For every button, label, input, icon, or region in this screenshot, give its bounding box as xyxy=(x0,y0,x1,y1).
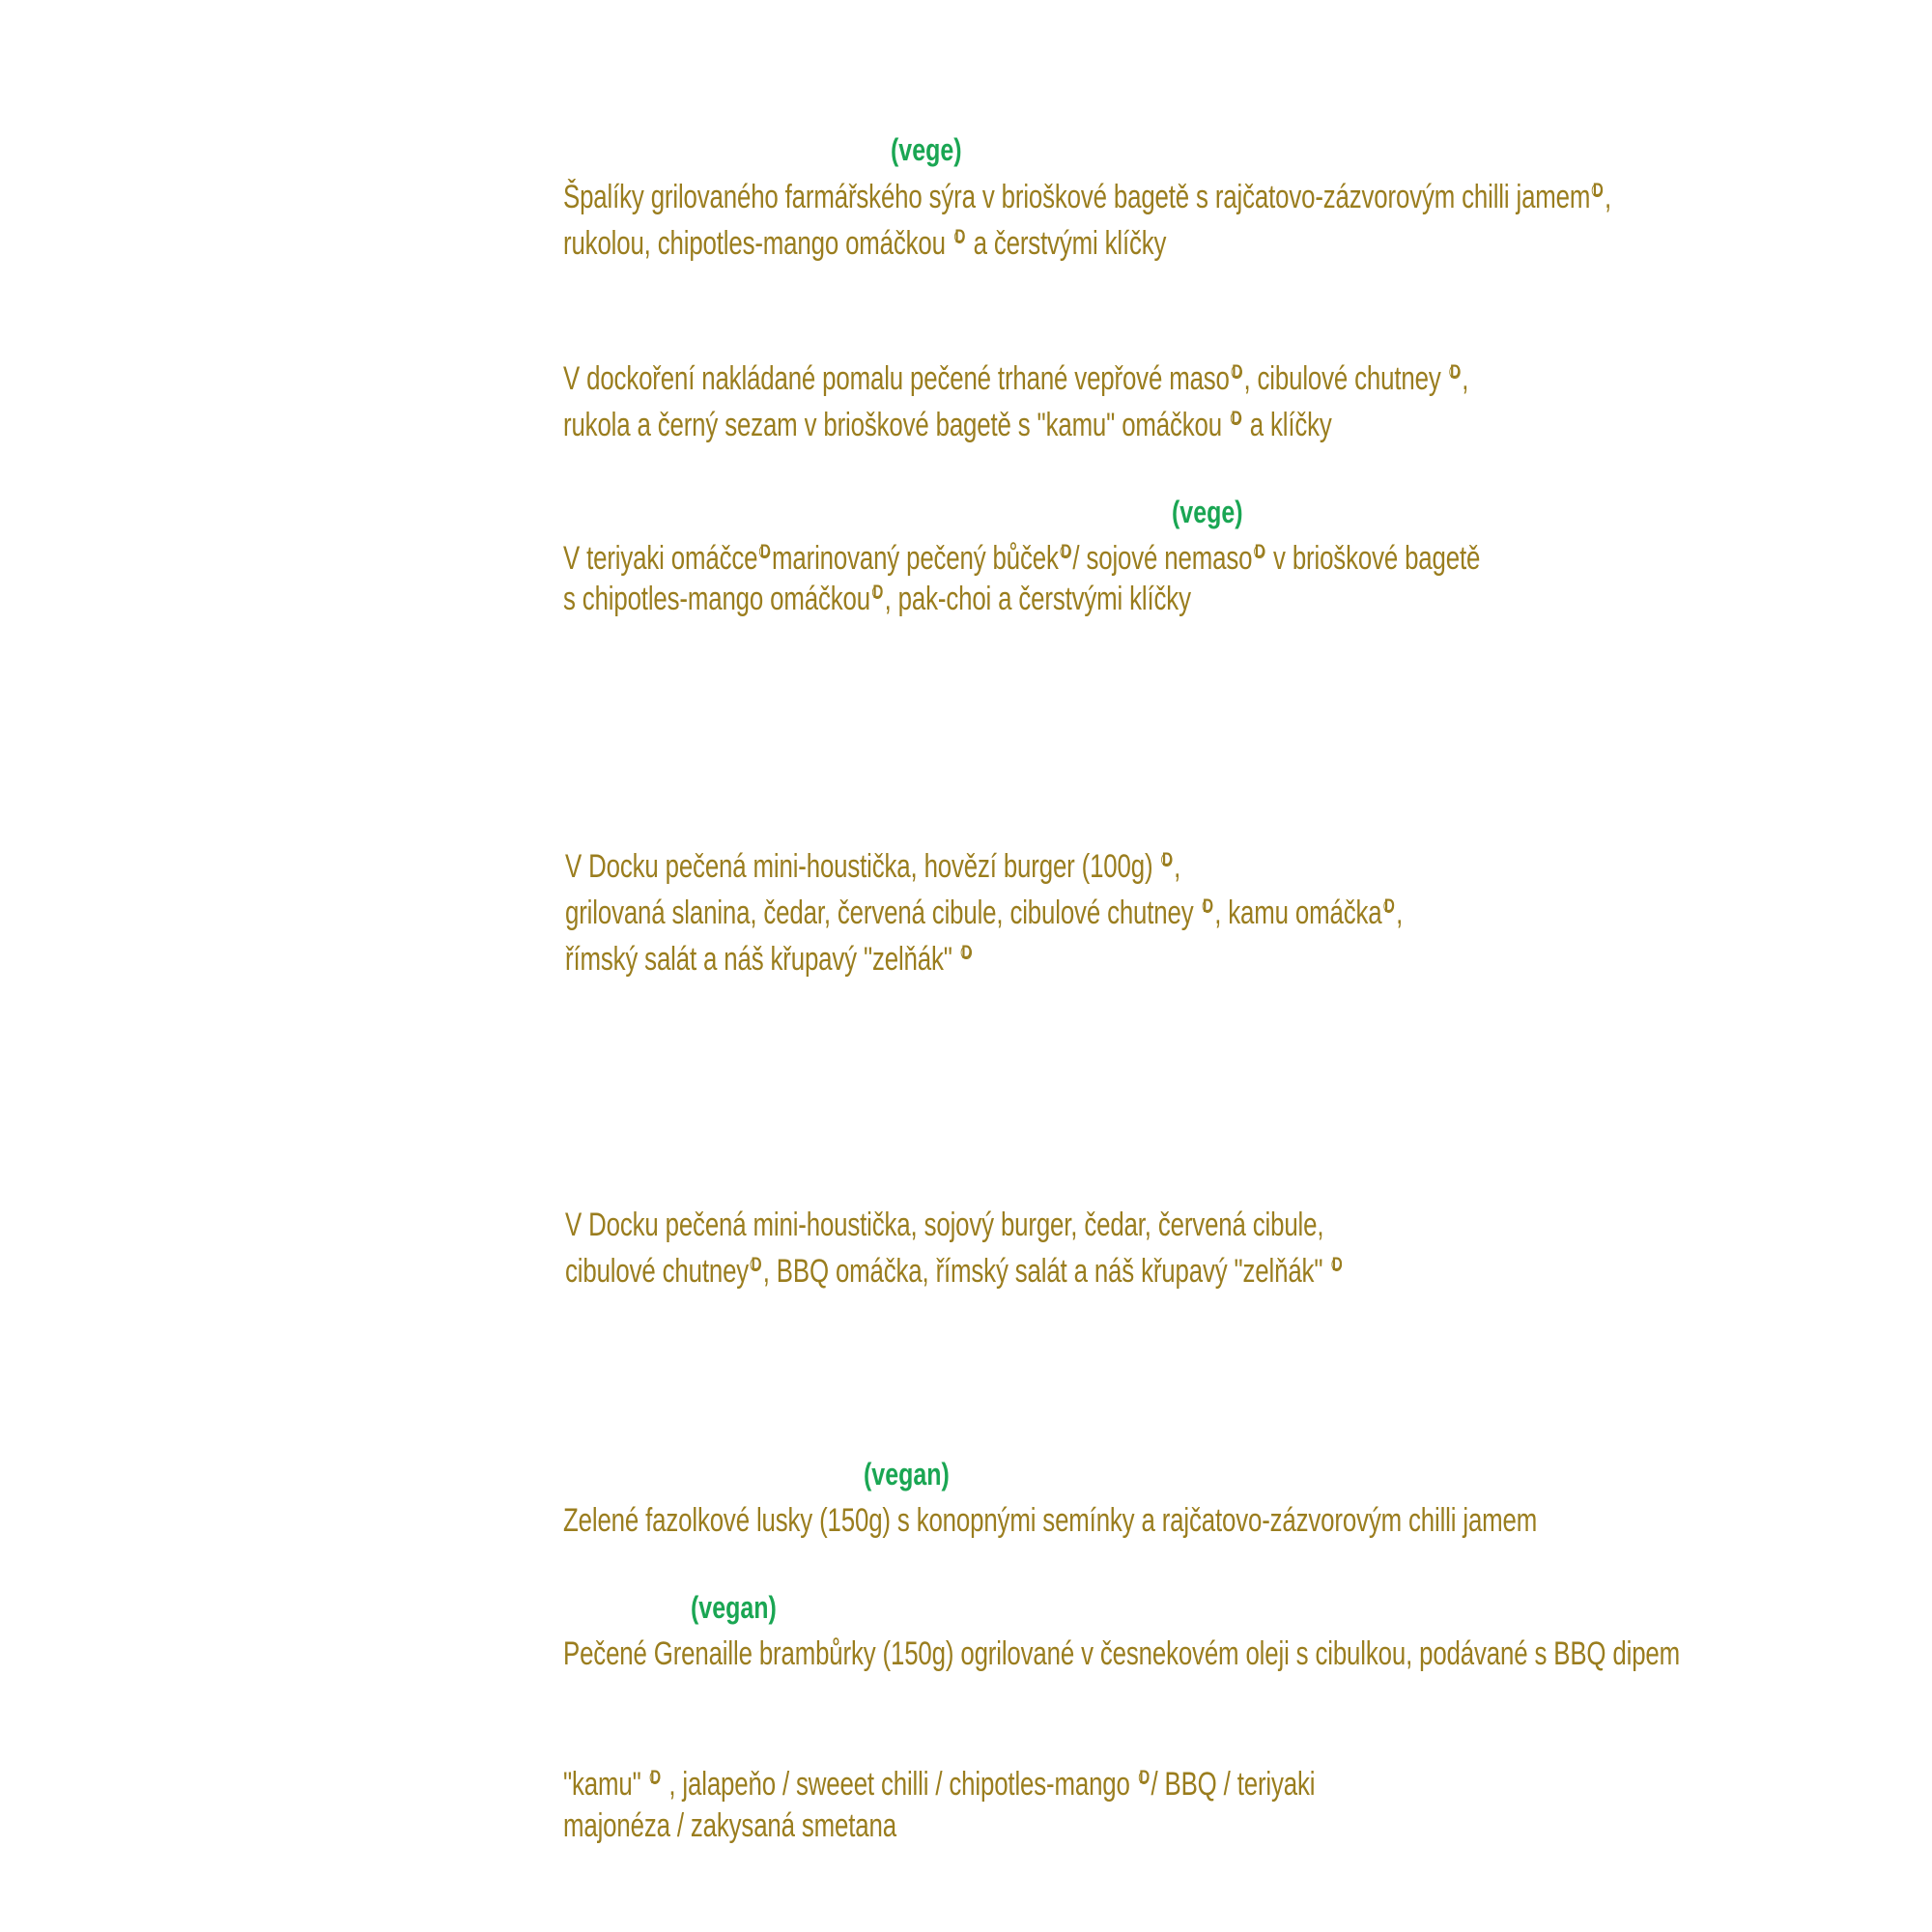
allergen-mark-icon: D xyxy=(953,225,966,247)
allergen-mark-icon: D xyxy=(1230,407,1242,429)
description-text: V Docku pečená mini-houstička, sojový bu… xyxy=(565,1207,1324,1243)
description-text: s chipotles-mango omáčkou xyxy=(563,581,870,617)
description-text: "kamu" xyxy=(563,1766,648,1803)
allergen-mark-icon: D xyxy=(1060,540,1071,562)
allergen-mark-icon: D xyxy=(1331,1253,1343,1275)
description-text: Pečené Grenaille brambůrky (150g) ogrilo… xyxy=(563,1635,1681,1672)
description-line: Špalíky grilovaného farmářského sýra v b… xyxy=(563,178,1611,216)
description-line: rukolou, chipotles-mango omáčkou D a čer… xyxy=(563,224,1166,263)
description-text: V dockoření nakládané pomalu pečené trha… xyxy=(563,360,1230,397)
allergen-mark-icon: D xyxy=(1161,848,1173,870)
allergen-mark-icon: D xyxy=(1202,895,1213,917)
description-line: V Docku pečená mini-houstička, sojový bu… xyxy=(565,1206,1324,1244)
allergen-mark-icon: D xyxy=(1138,1766,1150,1788)
description-text: , jalapeňo / sweeet chilli / chipotles-m… xyxy=(662,1766,1137,1803)
allergen-mark-icon: D xyxy=(1254,540,1265,562)
description-text: / BBQ / teriyaki xyxy=(1151,1766,1316,1803)
description-text: V teriyaki omáčce xyxy=(563,540,758,577)
description-text: Zelené fazolkové lusky (150g) s konopným… xyxy=(563,1502,1538,1539)
allergen-mark-icon: D xyxy=(750,1253,762,1275)
description-text: cibulové chutney xyxy=(565,1253,750,1290)
diet-tag-vege: (vege) xyxy=(1172,495,1243,529)
description-line: rukola a černý sezam v brioškové bagetě … xyxy=(563,406,1332,444)
description-text: , pak-choi a čerstvými klíčky xyxy=(884,581,1191,617)
description-text: / sojové nemaso xyxy=(1072,540,1253,577)
description-line: V dockoření nakládané pomalu pečené trha… xyxy=(563,359,1468,398)
diet-tag-vegan: (vegan) xyxy=(864,1457,950,1492)
allergen-mark-icon: D xyxy=(759,540,771,562)
description-line: majonéza / zakysaná smetana xyxy=(563,1806,896,1845)
description-text: , kamu omáčka xyxy=(1214,895,1382,931)
description-line: Pečené Grenaille brambůrky (150g) ogrilo… xyxy=(563,1634,1680,1673)
description-text: , xyxy=(1174,848,1181,885)
description-line: grilovaná slanina, čedar, červená cibule… xyxy=(565,894,1403,932)
description-text: , BBQ omáčka, římský salát a náš křupavý… xyxy=(762,1253,1330,1290)
description-text: a čerstvými klíčky xyxy=(966,225,1167,262)
allergen-mark-icon: D xyxy=(1449,360,1461,383)
description-line: V Docku pečená mini-houstička, hovězí bu… xyxy=(565,847,1180,886)
description-text: a klíčky xyxy=(1242,407,1332,443)
description-text: , xyxy=(1396,895,1404,931)
description-text: římský salát a náš křupavý "zelňák" xyxy=(565,941,959,978)
description-text: , xyxy=(1462,360,1469,397)
description-text: , xyxy=(1604,179,1611,215)
allergen-mark-icon: D xyxy=(960,941,973,963)
description-text: rukolou, chipotles-mango omáčkou xyxy=(563,225,952,262)
allergen-mark-icon: D xyxy=(1231,360,1242,383)
description-text: v brioškové bagetě xyxy=(1266,540,1481,577)
allergen-mark-icon: D xyxy=(1592,179,1604,201)
diet-tag-vegan: (vegan) xyxy=(691,1590,777,1625)
diet-tag-vege: (vege) xyxy=(891,132,962,167)
description-text: Špalíky grilovaného farmářského sýra v b… xyxy=(563,179,1591,215)
description-text: marinovaný pečený bůček xyxy=(772,540,1059,577)
allergen-mark-icon: D xyxy=(1383,895,1395,917)
allergen-mark-icon: D xyxy=(871,581,884,603)
description-text: rukola a černý sezam v brioškové bagetě … xyxy=(563,407,1230,443)
description-line: římský salát a náš křupavý "zelňák" D xyxy=(565,940,974,979)
description-line: Zelené fazolkové lusky (150g) s konopným… xyxy=(563,1501,1537,1540)
description-text: , cibulové chutney xyxy=(1243,360,1448,397)
description-text: grilovaná slanina, čedar, červená cibule… xyxy=(565,895,1201,931)
allergen-mark-icon: D xyxy=(649,1766,661,1788)
description-line: "kamu" D , jalapeňo / sweeet chilli / ch… xyxy=(563,1765,1315,1804)
description-text: majonéza / zakysaná smetana xyxy=(563,1807,896,1844)
description-text: V Docku pečená mini-houstička, hovězí bu… xyxy=(565,848,1160,885)
